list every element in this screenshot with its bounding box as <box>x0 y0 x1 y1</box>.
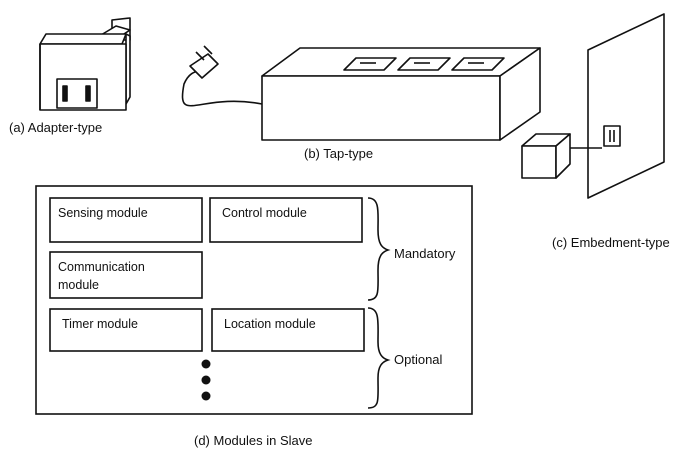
location-module-label: Location module <box>224 317 316 331</box>
timer-module-label: Timer module <box>62 317 138 331</box>
timer-module-box <box>49 308 203 352</box>
caption-modules-in-slave: (d) Modules in Slave <box>194 433 313 448</box>
embedment-type-illustration <box>521 13 665 199</box>
sensing-module-label: Sensing module <box>58 206 148 220</box>
adapter-type-illustration <box>39 17 131 111</box>
communication-module-box <box>49 251 203 299</box>
caption-tap-type: (b) Tap-type <box>304 146 373 161</box>
sensing-module-box <box>49 197 203 243</box>
caption-embedment-type: (c) Embedment-type <box>552 235 670 250</box>
more-modules-dot <box>201 391 211 401</box>
communication-module-label-line2: module <box>58 278 99 292</box>
location-module-box <box>211 308 365 352</box>
communication-module-label-line1: Communication <box>58 260 145 274</box>
more-modules-dot <box>201 359 211 369</box>
control-module-box <box>209 197 363 243</box>
optional-brace <box>367 307 391 409</box>
tap-type-illustration <box>181 45 541 141</box>
mandatory-brace <box>367 197 391 301</box>
modules-panel: Sensing module Control module Communicat… <box>35 185 473 415</box>
caption-adapter-type: (a) Adapter-type <box>9 120 102 135</box>
control-module-label: Control module <box>222 206 307 220</box>
more-modules-dot <box>201 375 211 385</box>
optional-label: Optional <box>394 352 443 367</box>
mandatory-label: Mandatory <box>394 246 456 261</box>
